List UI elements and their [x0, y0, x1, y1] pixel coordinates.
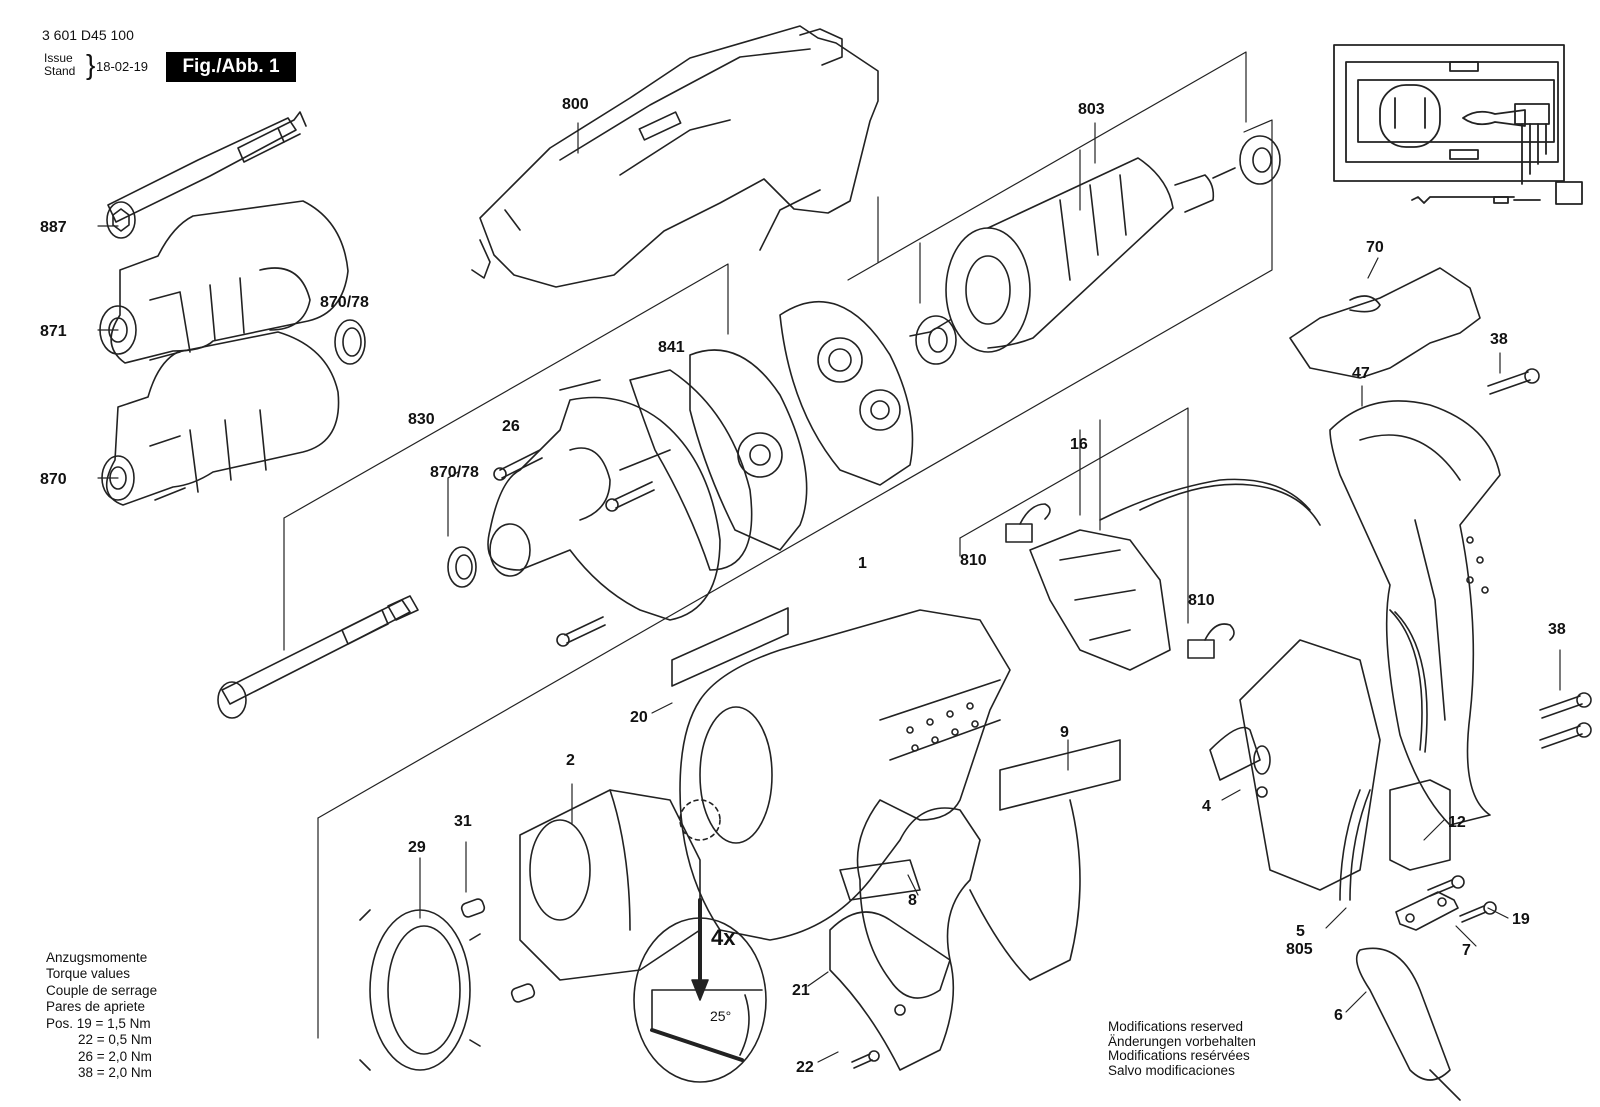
torque-value-19: Pos. 19 = 1,5 Nm — [46, 1015, 151, 1031]
retainer-ring-29 — [359, 909, 481, 1071]
bit-holder-lower — [217, 595, 419, 719]
pin-31 — [460, 898, 536, 1003]
modifications-en: Modifications reserved — [1108, 1019, 1244, 1034]
magazine-attachment-800 — [471, 25, 879, 288]
field-coil-2 — [519, 789, 721, 981]
angle-detail — [633, 898, 767, 1083]
part-label-887: 887 — [40, 219, 67, 236]
part-label-5: 5 — [1296, 923, 1305, 940]
label-plate-20 — [671, 607, 789, 687]
part-label-810-a: 810 — [960, 552, 987, 569]
part-label-19: 19 — [1512, 911, 1530, 928]
part-label-31: 31 — [454, 813, 472, 830]
brace-glyph: } — [86, 49, 96, 80]
shroud-21 — [829, 911, 955, 1071]
modifications-de: Änderungen vorbehalten — [1108, 1033, 1256, 1049]
part-label-830: 830 — [408, 411, 435, 428]
leader-lines — [283, 51, 1273, 1039]
torque-value-26: 26 = 2,0 Nm — [78, 1048, 152, 1064]
part-label-38-bot: 38 — [1548, 621, 1566, 638]
document-code: 3 601 D45 100 — [42, 27, 134, 43]
bearing-803-right — [1239, 135, 1281, 185]
part-label-22: 22 — [796, 1059, 814, 1076]
cable-sleeve-6 — [1355, 947, 1461, 1101]
issue-stand-labels: Issue Stand — [44, 52, 75, 77]
part-label-841: 841 — [658, 339, 685, 356]
depth-locator-870 — [101, 331, 340, 506]
part-label-870-78-top: 870/78 — [320, 294, 369, 311]
bearing-plate — [779, 300, 914, 486]
torque-heading-en: Torque values — [46, 966, 131, 982]
part-label-7: 7 — [1462, 942, 1471, 959]
part-label-9: 9 — [1060, 724, 1069, 741]
part-label-1: 1 — [858, 555, 867, 572]
torque-value-38: 38 = 2,0 Nm — [78, 1065, 152, 1081]
cable-5 — [1339, 609, 1428, 901]
ring-870-78-top — [334, 319, 366, 365]
label-leaders — [97, 122, 1561, 1063]
torque-heading-es: Pares de apriete — [46, 999, 146, 1015]
part-label-870-78-mid: 870/78 — [430, 464, 479, 481]
torque-value-22: 22 = 0,5 Nm — [78, 1032, 152, 1048]
part-label-871: 871 — [40, 323, 67, 340]
part-label-800: 800 — [562, 96, 589, 113]
label-plate-8 — [839, 859, 921, 901]
ring-870-78-mid — [447, 546, 477, 588]
screw-26 — [493, 449, 655, 647]
carbon-brush-810 — [1005, 503, 1235, 659]
part-label-805: 805 — [1286, 941, 1313, 958]
torque-heading-de: Anzugsmomente — [46, 950, 148, 965]
issue-label: Issue — [44, 51, 73, 65]
part-label-20: 20 — [630, 709, 648, 726]
motor-housing-1 — [679, 609, 1081, 999]
wiring-schematic — [1333, 44, 1583, 205]
screw-38 — [1487, 368, 1592, 749]
part-label-26: 26 — [502, 418, 520, 435]
part-label-12: 12 — [1448, 814, 1466, 831]
capacitor-12 — [1389, 779, 1451, 871]
part-label-803: 803 — [1078, 101, 1105, 118]
screw-22 — [851, 1050, 880, 1069]
part-label-2: 2 — [566, 752, 575, 769]
part-label-8: 8 — [908, 892, 917, 909]
part-label-4: 4 — [1202, 798, 1211, 815]
modifications-fr: Modifications resérvées — [1108, 1048, 1250, 1064]
torque-heading-fr: Couple de serrage — [46, 982, 158, 998]
gear-housing-830 — [487, 379, 721, 621]
modifications-note: Modifications reserved Änderungen vorbeh… — [1108, 1019, 1256, 1078]
label-plate-9 — [999, 739, 1121, 811]
cover-cap-70 — [1289, 267, 1481, 379]
part-label-70: 70 — [1366, 239, 1384, 256]
gasket-841 — [629, 369, 753, 571]
part-label-29: 29 — [408, 839, 426, 856]
part-label-810-b: 810 — [1188, 592, 1215, 609]
figure-label: Fig./Abb. 1 — [166, 52, 296, 82]
modifications-es: Salvo modificaciones — [1108, 1062, 1235, 1078]
part-label-6: 6 — [1334, 1007, 1343, 1024]
stand-label: Stand — [44, 63, 76, 78]
brush-holder-16 — [1029, 478, 1321, 671]
handle-half-47 — [1329, 400, 1501, 826]
part-label-16: 16 — [1070, 436, 1088, 453]
issue-date: 18-02-19 — [96, 59, 149, 74]
bearing-803-left — [915, 315, 957, 365]
depth-locator-871 — [99, 200, 349, 364]
part-label-21: 21 — [792, 982, 810, 999]
armature-803 — [909, 157, 1236, 353]
bit-holder-887 — [106, 111, 307, 239]
screw-19 — [1427, 875, 1497, 923]
part-label-4x: 4x — [711, 925, 736, 950]
cable-clamp-7 — [1395, 891, 1459, 931]
switch-4 — [1209, 639, 1381, 891]
part-label-38-top: 38 — [1490, 331, 1508, 348]
part-label-47: 47 — [1352, 365, 1370, 382]
torque-values-note: Anzugsmomente Torque values Couple de se… — [46, 950, 157, 1082]
part-label-870: 870 — [40, 471, 67, 488]
angle-label: 25° — [710, 1008, 732, 1024]
gear-housing-plate — [689, 349, 808, 551]
